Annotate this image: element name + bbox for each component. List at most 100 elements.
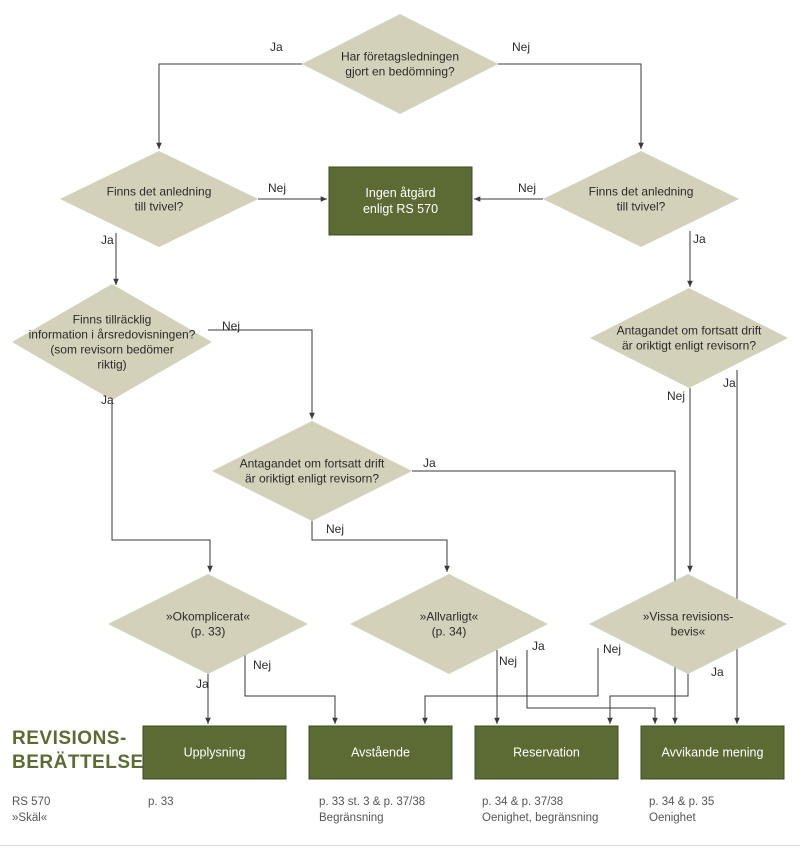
edge-label-nej: Nej <box>499 654 517 668</box>
bottom-divider <box>0 845 800 846</box>
section-title: REVISIONS-BERÄTTELSE <box>12 728 144 773</box>
decision-sufficient-information-text-line: (som revisorn bedömer <box>50 343 173 357</box>
decision-serious-text-line: (p. 34) <box>432 625 467 639</box>
outcome-reservation-text: Reservation <box>513 746 580 760</box>
section-title-line: REVISIONS- <box>12 728 127 749</box>
decision-doubt-left-shape <box>60 151 258 247</box>
connector-8 <box>111 400 213 572</box>
outcome-avstaende-text-line: Avstående <box>351 746 410 760</box>
outcome-avstaende: Avstående <box>308 725 453 780</box>
decision-sufficient-information-text-line: Finns tillräcklig <box>73 313 152 327</box>
decision-management-assessment-text-line: Har företagsledningen <box>341 50 459 64</box>
decision-going-concern-right-text-line: är oriktigt enligt revisorn? <box>622 339 756 353</box>
outcome-avvikande-mening-text: Avvikande mening <box>662 746 764 760</box>
decision-certain-evidence-text: »Vissa revisions-bevis« <box>643 610 733 639</box>
connector-17 <box>422 648 599 724</box>
outcome-no-action-text-line: enligt RS 570 <box>363 202 438 216</box>
footer-rs570-label-line: RS 570 <box>12 796 50 808</box>
edge-label-nej: Nej <box>667 389 685 403</box>
edge-label-ja: Ja <box>723 376 736 390</box>
footer-ref-upplysning-line: p. 33 <box>148 796 174 808</box>
decision-going-concern-middle-text-line: är oriktigt enligt revisorn? <box>245 472 379 486</box>
decision-uncomplicated-text: »Okomplicerat«(p. 33) <box>166 610 250 639</box>
outcome-avvikande-mening-shape <box>640 725 785 780</box>
decision-sufficient-information-text-line: riktig) <box>97 358 126 372</box>
decision-certain-evidence-text-line: bevis« <box>671 625 706 639</box>
decision-doubt-right-text-line: Finns det anledning <box>589 185 694 199</box>
decision-uncomplicated-shape <box>108 574 308 674</box>
edge-label-ja: Ja <box>711 665 724 679</box>
footer-ref-avstaende-line: p. 33 st. 3 & p. 37/38 <box>319 796 425 808</box>
decision-going-concern-right-shape <box>590 288 788 388</box>
decision-doubt-right-text-line: till tvivel? <box>617 200 666 214</box>
outcome-avvikande-mening-text-line: Avvikande mening <box>662 746 764 760</box>
edge-label-nej: Nej <box>603 642 621 656</box>
outcome-no-action-shape <box>328 166 473 236</box>
decision-doubt-right-shape <box>543 151 739 247</box>
decision-sufficient-information-text-line: information i årsredovisningen? <box>29 328 196 342</box>
edge-label-ja: Ja <box>101 233 114 247</box>
decision-certain-evidence: »Vissa revisions-bevis« <box>589 574 787 674</box>
outcome-reservation-shape <box>474 725 619 780</box>
footer-ref-avstaende-line: Begränsning <box>319 812 384 824</box>
decision-doubt-left-text-line: till tvivel? <box>135 200 184 214</box>
outcome-avstaende-text: Avstående <box>351 746 410 760</box>
edge-label-ja: Ja <box>423 456 436 470</box>
decision-uncomplicated-text-line: »Okomplicerat« <box>166 610 250 624</box>
edge-label-ja: Ja <box>270 40 283 54</box>
connector-9 <box>311 521 450 572</box>
footer: REVISIONS-BERÄTTELSE RS 570 »Skäl« p. 33 p. … <box>12 728 714 824</box>
decision-management-assessment-text-line: gjort en bedömning? <box>345 65 455 79</box>
decision-doubt-left-text-line: Finns det anledning <box>107 185 212 199</box>
connector-16 <box>526 650 658 724</box>
decision-certain-evidence-shape <box>589 574 787 674</box>
decision-going-concern-right-text-line: Antagandet om fortsatt drift <box>617 324 762 338</box>
connector-2 <box>498 63 644 149</box>
outcome-avstaende-shape <box>308 725 453 780</box>
footer-ref-avvikande-line: p. 34 & p. 35 <box>649 796 714 808</box>
connector-7 <box>208 329 315 419</box>
edge-label-nej: Nej <box>268 181 286 195</box>
outcome-upplysning-shape <box>142 725 287 780</box>
outcome-upplysning-text-line: Upplysning <box>184 746 246 760</box>
decision-going-concern-middle-shape <box>212 421 412 521</box>
decision-going-concern-middle-text-line: Antagandet om fortsatt drift <box>240 457 385 471</box>
edge-label-ja: Ja <box>693 232 706 246</box>
footer-ref-avvikande-line: Oenighet <box>649 812 696 824</box>
edge-label-nej: Nej <box>326 522 344 536</box>
edge-label-nej: Nej <box>512 40 530 54</box>
edge-label-nej: Nej <box>222 319 240 333</box>
outcome-reservation-text-line: Reservation <box>513 746 580 760</box>
edge-label-nej: Nej <box>253 658 271 672</box>
footer-rs570-label-line: »Skäl« <box>12 812 47 824</box>
decision-management-assessment-shape <box>302 14 498 114</box>
decision-serious-shape <box>350 574 548 674</box>
edge-label-ja: Ja <box>532 639 545 653</box>
footer-ref-reservation-line: p. 34 & p. 37/38 <box>482 796 563 808</box>
connector-1 <box>156 63 302 149</box>
footer-ref-upplysning: p. 33 <box>148 796 174 808</box>
decision-uncomplicated: »Okomplicerat«(p. 33) <box>108 574 308 674</box>
outcome-reservation: Reservation <box>474 725 619 780</box>
decision-certain-evidence-text-line: »Vissa revisions- <box>643 610 733 624</box>
connector-18 <box>607 674 689 724</box>
outcome-avvikande-mening: Avvikande mening <box>640 725 785 780</box>
footer-ref-reservation-line: Oenighet, begränsning <box>482 812 598 824</box>
edge-label-ja: Ja <box>101 393 114 407</box>
